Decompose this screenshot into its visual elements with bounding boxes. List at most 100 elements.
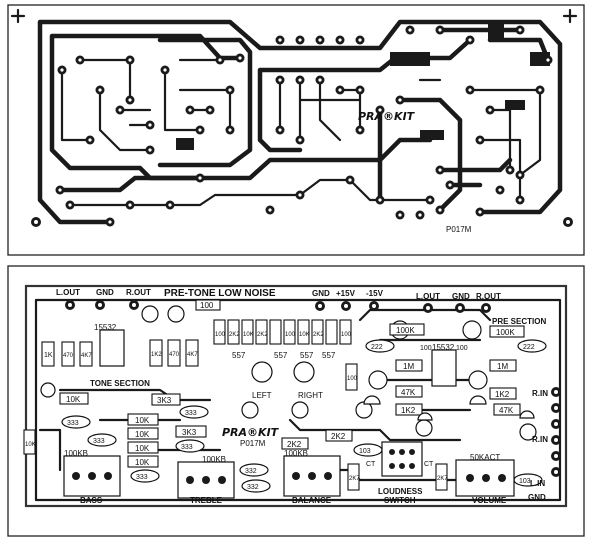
- resistor-label: 10K: [25, 442, 36, 448]
- resistor-label: 1M: [403, 362, 414, 371]
- conn-r-out-2: R.OUT: [476, 292, 501, 301]
- resistor-label: 470: [63, 353, 74, 359]
- left-channel-label: LEFT: [252, 391, 272, 400]
- conn-plus15: +15V: [336, 289, 356, 298]
- svg-text:222: 222: [523, 344, 535, 351]
- bass-pot-value: 100KB: [64, 449, 88, 458]
- svg-text:10K: 10K: [243, 332, 254, 338]
- copper-frame: [7, 4, 585, 256]
- svg-text:333: 333: [67, 420, 79, 427]
- balance-label: BALANCE: [292, 496, 332, 505]
- copper-pour: [505, 100, 525, 110]
- pre-section-label: PRE SECTION: [492, 317, 546, 326]
- resistor-label: 2K7: [437, 476, 448, 482]
- resistor: [347, 463, 360, 491]
- resistor: [127, 441, 159, 454]
- brand-logo: PRA®KIT: [358, 110, 416, 123]
- resistor-label: 10K: [135, 444, 150, 453]
- resistor: [59, 392, 89, 405]
- transistors: [363, 395, 535, 421]
- svg-text:100: 100: [341, 332, 352, 338]
- conn-r-out: R.OUT: [126, 288, 151, 297]
- treble-label: TREBLE: [190, 496, 223, 505]
- svg-text:333: 333: [136, 474, 148, 481]
- resistor-label: 100K: [496, 328, 515, 337]
- resistor: [41, 341, 55, 367]
- resistor-label: 1K2: [401, 406, 416, 415]
- input-connector-pads: [551, 387, 561, 477]
- resistor-label: 10K: [135, 416, 150, 425]
- resistor-label: 100: [200, 301, 214, 310]
- brand-logo-component-side: PRA®KIT: [222, 426, 280, 439]
- connector-pads: [65, 300, 491, 313]
- resistor-label: 100K: [396, 326, 415, 335]
- svg-text:103: 103: [519, 478, 531, 485]
- resistor-label: 10K: [66, 395, 81, 404]
- right-channel-label: RIGHT: [298, 391, 323, 400]
- resistor-label: 1K: [44, 352, 53, 359]
- resistor: [127, 413, 159, 426]
- resistor: [395, 359, 423, 372]
- tone-section-label: TONE SECTION: [90, 379, 150, 388]
- l-in-label: L.IN: [530, 479, 545, 488]
- copper-trace: [157, 37, 253, 168]
- copper-trace: [278, 78, 362, 142]
- ct-label: CT: [366, 461, 376, 468]
- copper-trace: [60, 58, 152, 152]
- gnd-label: GND: [528, 493, 546, 502]
- resistor: [489, 325, 525, 338]
- electrolytic-caps: [40, 305, 537, 441]
- resistor: [435, 463, 448, 491]
- component-side-panel: L.OUT GND R.OUT PRE-TONE LOW NOISE GND +…: [7, 265, 585, 537]
- resistor-label: 3K3: [182, 428, 197, 437]
- resistor: [79, 341, 93, 367]
- volume-label: VOLUME: [472, 496, 507, 505]
- conn-l-out-2: L.OUT: [416, 292, 440, 301]
- copper-trace: [57, 137, 433, 193]
- resistor: [281, 437, 309, 450]
- model-label-component-side: P017M: [240, 439, 266, 448]
- ct-label: CT: [424, 461, 434, 468]
- svg-text:222: 222: [371, 344, 383, 351]
- copper-trace: [68, 178, 432, 207]
- board-title: PRE-TONE LOW NOISE: [164, 288, 276, 299]
- r-in-label: R.IN: [532, 389, 548, 398]
- switch-label: SWITCH: [384, 496, 416, 505]
- board-outline: [24, 284, 568, 508]
- corner-mark: [562, 8, 578, 24]
- resistor: [489, 359, 517, 372]
- svg-text:103: 103: [359, 448, 371, 455]
- cap-label: 557: [232, 351, 246, 360]
- volume-pot-value: 50KACT: [470, 453, 500, 462]
- copper-pour: [420, 130, 444, 140]
- resistor: [175, 425, 207, 438]
- svg-text:332: 332: [247, 484, 259, 491]
- corner-mark: [10, 8, 26, 24]
- copper-pads: [55, 25, 553, 227]
- resistor-label: 1K2: [151, 352, 162, 358]
- conn-gnd: GND: [96, 288, 114, 297]
- film-caps: 333 333 333 333 333 332 332 222 222 103 …: [61, 339, 547, 493]
- svg-text:333: 333: [185, 410, 197, 417]
- cap-label: 557: [300, 351, 314, 360]
- resistor: [325, 429, 353, 442]
- copper-trace: [163, 58, 232, 132]
- resistor: [395, 403, 423, 416]
- model-label: P017M: [446, 225, 472, 234]
- resistor-label: 4K7: [187, 352, 198, 358]
- conn-gnd-supply: GND: [312, 289, 330, 298]
- resistor-label: 2K7: [349, 476, 360, 482]
- resistor: [195, 299, 221, 311]
- resistor: [395, 385, 423, 398]
- copper-trace: [437, 157, 513, 188]
- loudness-label: LOUDNESS: [378, 487, 423, 496]
- copper-side-panel: PRA®KIT P017M: [7, 4, 585, 256]
- resistor-label: 100: [347, 376, 358, 382]
- balance-pot-value: 100KB: [284, 449, 308, 458]
- resistor-label: 470: [169, 352, 180, 358]
- resistor-row: 100 2K2 10K 2K2 100 10K 2K2 100: [213, 319, 352, 345]
- resistor: [345, 363, 358, 391]
- copper-trace: [377, 97, 463, 213]
- copper-pour: [390, 52, 430, 66]
- resistor: [167, 339, 181, 367]
